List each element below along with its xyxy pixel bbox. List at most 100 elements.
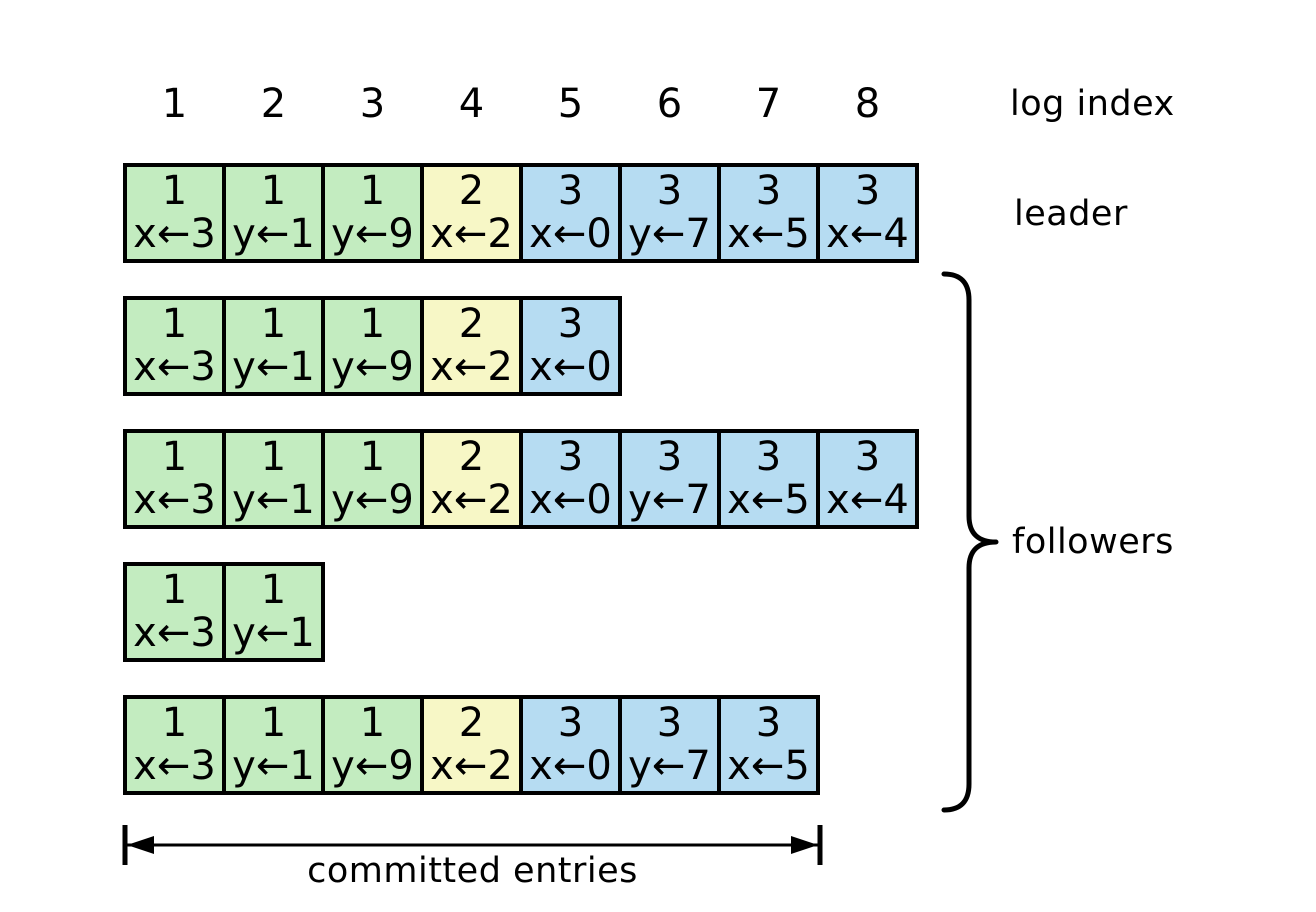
entry-command: y←9 <box>331 477 414 523</box>
entry-command: x←3 <box>133 344 216 390</box>
committed-entries-arrow-icon <box>122 825 823 865</box>
log-index-number: 7 <box>755 81 782 127</box>
entry-command: y←9 <box>331 211 414 257</box>
entry-term: 1 <box>161 168 188 214</box>
entry-term: 1 <box>359 301 386 347</box>
entry-command: x←2 <box>430 211 513 257</box>
entry-term: 1 <box>260 434 287 480</box>
entry-command: y←1 <box>232 477 315 523</box>
entry-command: x←4 <box>826 477 909 523</box>
entry-command: y←7 <box>628 477 711 523</box>
entry-command: x←2 <box>430 477 513 523</box>
entry-command: y←7 <box>628 211 711 257</box>
log-index-title: log index <box>1010 84 1175 124</box>
entry-command: x←3 <box>133 743 216 789</box>
entry-term: 3 <box>656 700 683 746</box>
log-index-number: 6 <box>656 81 683 127</box>
entry-term: 3 <box>854 168 881 214</box>
entry-command: y←7 <box>628 743 711 789</box>
log-index-number: 8 <box>854 81 881 127</box>
entry-command: x←3 <box>133 610 216 656</box>
entry-term: 3 <box>755 434 782 480</box>
entry-term: 2 <box>458 434 485 480</box>
entry-command: x←2 <box>430 743 513 789</box>
entry-term: 1 <box>161 301 188 347</box>
log-index-number: 1 <box>161 81 188 127</box>
committed-entries-label: committed entries <box>307 851 638 891</box>
entry-term: 3 <box>557 301 584 347</box>
entry-command: x←5 <box>727 477 810 523</box>
entry-command: y←1 <box>232 211 315 257</box>
entry-term: 3 <box>557 168 584 214</box>
entry-term: 3 <box>755 700 782 746</box>
entry-command: y←1 <box>232 344 315 390</box>
entry-term: 1 <box>260 301 287 347</box>
log-index-number: 3 <box>359 81 386 127</box>
entry-term: 1 <box>161 434 188 480</box>
entry-command: y←1 <box>232 743 315 789</box>
entry-term: 3 <box>854 434 881 480</box>
entry-command: x←0 <box>529 211 612 257</box>
entry-term: 2 <box>458 700 485 746</box>
entry-command: x←2 <box>430 344 513 390</box>
entry-command: x←4 <box>826 211 909 257</box>
entry-command: x←0 <box>529 344 612 390</box>
entry-term: 1 <box>359 168 386 214</box>
leader-label: leader <box>1014 194 1128 234</box>
entry-term: 2 <box>458 301 485 347</box>
entry-term: 1 <box>359 434 386 480</box>
followers-brace-icon <box>941 271 999 813</box>
entry-term: 2 <box>458 168 485 214</box>
entry-term: 1 <box>260 168 287 214</box>
entry-command: x←0 <box>529 743 612 789</box>
entry-term: 1 <box>260 700 287 746</box>
log-index-number: 5 <box>557 81 584 127</box>
followers-label: followers <box>1012 522 1174 562</box>
entry-command: x←3 <box>133 477 216 523</box>
entry-command: y←9 <box>331 743 414 789</box>
entry-command: x←5 <box>727 211 810 257</box>
entry-term: 1 <box>161 700 188 746</box>
entry-term: 3 <box>557 434 584 480</box>
entry-command: x←3 <box>133 211 216 257</box>
entry-term: 3 <box>656 168 683 214</box>
entry-command: y←9 <box>331 344 414 390</box>
log-index-number: 2 <box>260 81 287 127</box>
entry-term: 3 <box>656 434 683 480</box>
entry-term: 3 <box>557 700 584 746</box>
entry-command: x←5 <box>727 743 810 789</box>
entry-term: 1 <box>161 567 188 613</box>
entry-command: y←1 <box>232 610 315 656</box>
